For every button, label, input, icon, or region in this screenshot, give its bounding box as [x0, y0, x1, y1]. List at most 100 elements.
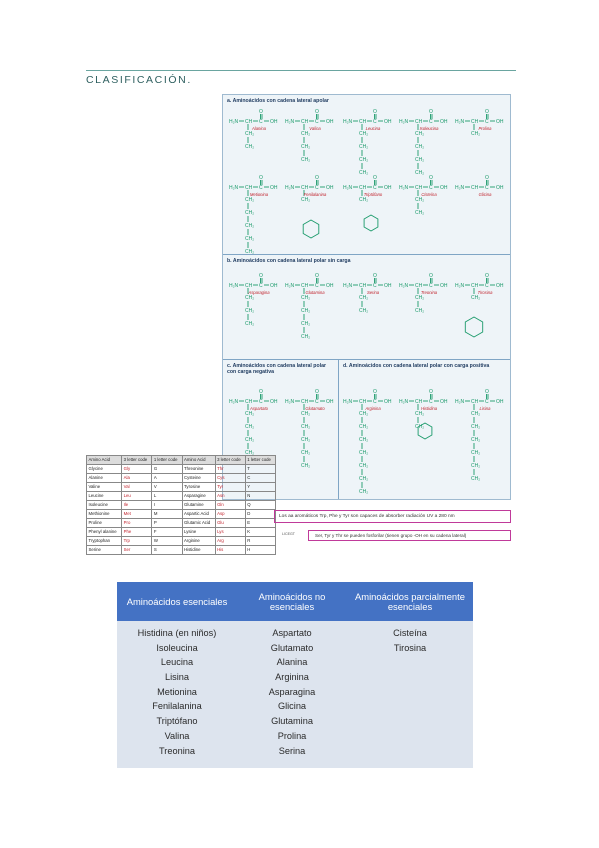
svg-text:CH₂: CH₂ [359, 489, 368, 495]
amino-acid-item: Glutamina [271, 716, 313, 727]
svg-text:C: C [315, 399, 319, 405]
amino-acid-item: Valina [164, 730, 190, 741]
svg-text:OH: OH [270, 283, 278, 289]
code-cell: Gln [214, 500, 246, 510]
amino-acid-name-label: Tirosina [477, 290, 493, 295]
svg-text:C: C [429, 119, 433, 125]
svg-text:CH: CH [471, 283, 479, 289]
code-cell: Q [244, 500, 277, 510]
amino-acid-name-label: Lisina [479, 406, 491, 411]
amino-acid-name-label: Histidina [420, 406, 438, 411]
section-b-title: b. Aminoácidos con cadena lateral polar … [227, 258, 351, 264]
svg-text:C: C [485, 283, 489, 289]
svg-text:H₂N: H₂N [343, 119, 353, 125]
code-header: 3 letter code [214, 455, 246, 465]
svg-text:CH₂: CH₂ [301, 450, 310, 456]
amino-acid-name-label: Glutamato [305, 406, 325, 411]
svg-text:CH₂: CH₂ [471, 450, 480, 456]
svg-text:CH₂: CH₂ [359, 197, 368, 203]
amino-acid-item: Arginina [275, 672, 309, 683]
amino-acid-name-label: Aspartato [250, 406, 268, 411]
svg-text:OH: OH [270, 185, 278, 191]
section-a-title: a. Aminoácidos con cadena lateral apolar [227, 98, 329, 104]
svg-text:CH₂: CH₂ [415, 308, 424, 314]
amino-acid-name-label: Serina [366, 290, 380, 295]
svg-text:OH: OH [440, 185, 448, 191]
amino-acid-item: Cisteína [393, 628, 427, 638]
amino-acid-name-label: Cisteína [421, 192, 437, 197]
svg-text:CH₂: CH₂ [245, 424, 254, 430]
svg-text:CH₂: CH₂ [245, 308, 254, 314]
amino-acid-item: Prolina [277, 730, 307, 741]
amino-acid-name-label: Glicina [478, 192, 492, 197]
code-cell: Lysine [181, 527, 216, 537]
svg-text:CH: CH [245, 283, 253, 289]
code-cell: Serine [85, 545, 123, 555]
amino-acid-name-label: Treonina [420, 290, 438, 295]
svg-text:H₂N: H₂N [229, 399, 239, 405]
code-cell: Cys [214, 473, 246, 483]
svg-text:CH₂: CH₂ [415, 170, 424, 176]
svg-text:O: O [373, 175, 377, 181]
svg-text:C: C [429, 283, 433, 289]
svg-text:OH: OH [270, 119, 278, 125]
amino-acid-item: Serina [278, 745, 306, 756]
amino-acid-name-label: Arginina [365, 406, 381, 411]
svg-text:O: O [315, 273, 319, 279]
svg-text:CH₂: CH₂ [359, 295, 368, 301]
svg-text:CH₂: CH₂ [359, 476, 368, 482]
amino-acid-name-label: Leucina [365, 126, 381, 131]
svg-text:O: O [373, 109, 377, 115]
code-cell: Ile [121, 500, 153, 510]
svg-text:C: C [485, 399, 489, 405]
code-cell: His [214, 545, 246, 555]
svg-text:CH₂: CH₂ [471, 295, 480, 301]
amino-acid-name-label: Metionina [249, 192, 269, 197]
svg-text:OH: OH [326, 119, 334, 125]
svg-text:O: O [259, 389, 263, 395]
code-cell: T [244, 464, 277, 474]
amino-acid-item: Alanina [276, 657, 308, 668]
svg-text:CH₂: CH₂ [415, 295, 424, 301]
svg-text:CH₂: CH₂ [301, 437, 310, 443]
svg-text:H₂N: H₂N [285, 185, 295, 191]
code-cell: Alanine [85, 473, 123, 483]
svg-text:OH: OH [384, 399, 392, 405]
svg-text:CH₂: CH₂ [245, 295, 254, 301]
svg-text:O: O [259, 273, 263, 279]
svg-text:C: C [485, 119, 489, 125]
code-cell: Proline [85, 518, 123, 528]
svg-text:CH₂: CH₂ [301, 334, 310, 340]
code-cell: Isoleucine [85, 500, 123, 510]
svg-text:H₂N: H₂N [285, 283, 295, 289]
code-cell: Lys [214, 527, 246, 537]
code-cell: S [151, 545, 183, 555]
code-cell: Pro [121, 518, 153, 528]
svg-text:OH: OH [384, 185, 392, 191]
svg-text:CH₂: CH₂ [301, 144, 310, 150]
amino-acid-item: Triptófano [156, 716, 198, 727]
svg-text:CH₂: CH₂ [471, 411, 480, 417]
svg-text:O: O [485, 389, 489, 395]
phosphorylation-note: Ser, Tyr y Thr se pueden fosforilar (tie… [308, 530, 511, 541]
svg-text:CH: CH [301, 283, 309, 289]
svg-text:CH₂: CH₂ [245, 210, 254, 216]
svg-text:O: O [373, 273, 377, 279]
code-cell: Asp [214, 509, 246, 519]
svg-text:CH₂: CH₂ [471, 463, 480, 469]
svg-text:CH: CH [471, 119, 479, 125]
code-cell: Gly [121, 464, 153, 474]
svg-text:O: O [429, 389, 433, 395]
code-cell: Glutamine [181, 500, 216, 510]
svg-text:CH₂: CH₂ [359, 157, 368, 163]
code-cell: Asparagine [181, 491, 216, 501]
section-divider-ab [223, 254, 510, 255]
svg-text:CH₂: CH₂ [301, 295, 310, 301]
svg-text:C: C [259, 185, 263, 191]
svg-text:C: C [315, 283, 319, 289]
